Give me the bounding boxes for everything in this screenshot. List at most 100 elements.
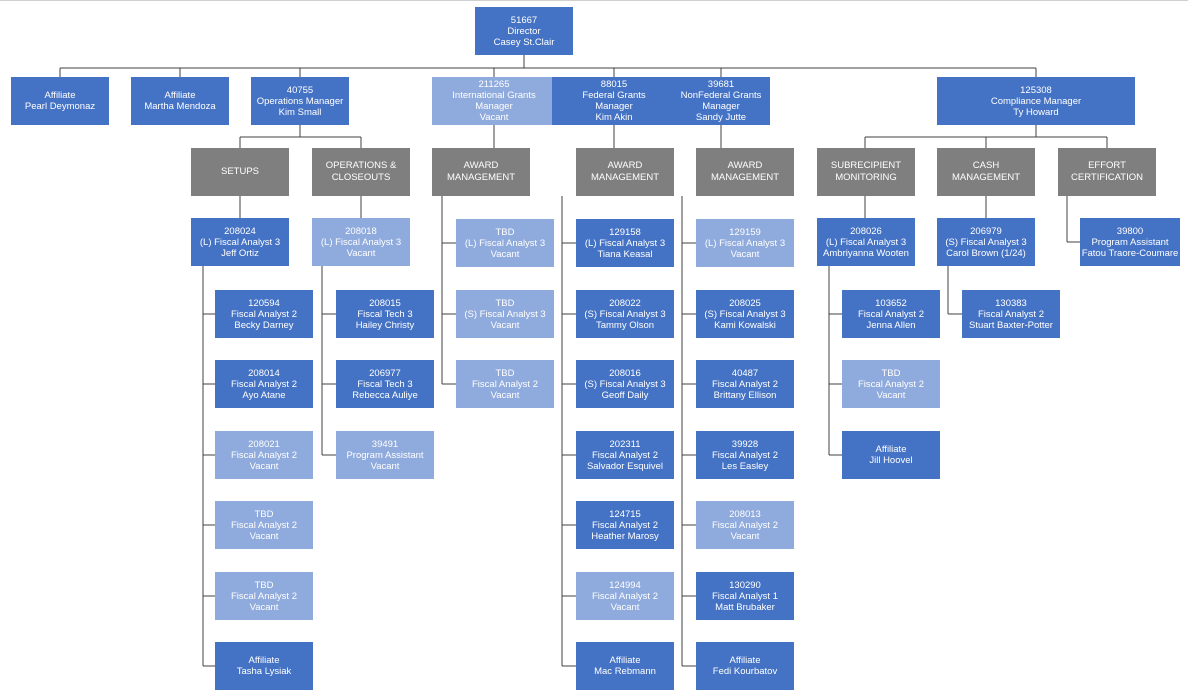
sub-staff-node-3-line-2: Jill Hoovel — [869, 455, 913, 466]
intl-staff-node-2-line-2: (S) Fiscal Analyst 3 — [464, 308, 546, 320]
federal-manager-node-line-4: Kim Akin — [595, 112, 633, 123]
nonfederal-manager-node-line-2: NonFederal Grants — [680, 90, 762, 101]
ops-staff-node-2-line-2: Fiscal Tech 3 — [357, 378, 413, 390]
setups-staff-node-2-line-3: Ayo Atane — [242, 389, 286, 401]
fed-staff-node-2-line-3: Tammy Olson — [595, 319, 655, 331]
ops-staff-node-3-line-2: Program Assistant — [346, 449, 424, 461]
fed-staff-node-5-line-3: Heather Marosy — [591, 530, 659, 542]
operations-manager-node-line-3: Kim Small — [278, 106, 322, 118]
section-award-fed-line-2: MANAGEMENT — [590, 172, 660, 183]
section-setups-line-1: SETUPS — [220, 166, 259, 177]
nonfed-staff-node-4-line-1: 39928 — [731, 438, 759, 450]
fed-staff-node-2-line-1: 208022 — [609, 297, 641, 309]
affiliate-node-1-line-1: Affiliate — [44, 90, 76, 101]
effort-lead-node-line-3: Fatou Traore-Coumare — [1081, 247, 1179, 259]
setups-staff-node-4-line-1: TBD — [254, 508, 274, 520]
operations-manager-node-line-2: Operations Manager — [256, 95, 344, 107]
affiliate-node-2-line-2: Martha Mendoza — [144, 101, 216, 112]
setups-lead-node-line-3: Jeff Ortiz — [221, 247, 259, 259]
fed-staff-node-4-line-2: Fiscal Analyst 2 — [592, 449, 658, 461]
nonfederal-manager-node-line-1: 39681 — [707, 79, 735, 90]
intl-staff-node-3-line-1: TBD — [495, 367, 515, 379]
compliance-manager-node-line-1: 125308 — [1020, 84, 1052, 96]
nonfed-staff-node-1-line-1: 129159 — [729, 226, 761, 238]
nonfed-staff-node-1-line-2: (L) Fiscal Analyst 3 — [704, 237, 786, 249]
closeouts-lead-node-line-1: 208018 — [345, 225, 377, 237]
closeouts-lead-node-line-2: (L) Fiscal Analyst 3 — [320, 236, 402, 248]
ops-staff-node-2-line-1: 206977 — [369, 367, 401, 379]
section-ops-closeouts-line-2: CLOSEOUTS — [331, 172, 391, 183]
cash-lead-node-line-2: (S) Fiscal Analyst 3 — [945, 236, 1027, 248]
cash-lead-node-line-1: 206979 — [970, 225, 1002, 237]
sub-staff-node-2-line-3: Vacant — [876, 389, 906, 401]
section-award-nonfed-line-2: MANAGEMENT — [710, 172, 780, 183]
ops-staff-node-3-line-3: Vacant — [370, 460, 400, 472]
section-award-nonfed-line-1: AWARD — [727, 160, 763, 171]
nonfed-staff-node-2-line-2: (S) Fiscal Analyst 3 — [704, 308, 786, 320]
fed-staff-node-4-line-3: Salvador Esquivel — [586, 460, 664, 472]
setups-staff-node-3-line-1: 208021 — [248, 438, 280, 450]
fed-staff-node-7-line-1: Affiliate — [609, 655, 641, 666]
subrecipient-lead-node-line-2: (L) Fiscal Analyst 3 — [825, 236, 907, 248]
international-manager-node-line-1: 211265 — [478, 79, 510, 90]
sub-staff-node-1-line-1: 103652 — [875, 297, 907, 309]
setups-lead-node-line-2: (L) Fiscal Analyst 3 — [199, 236, 281, 248]
operations-manager-node-line-1: 40755 — [286, 84, 314, 96]
ops-staff-node-1-line-1: 208015 — [369, 297, 401, 309]
fed-staff-node-3-line-2: (S) Fiscal Analyst 3 — [584, 378, 666, 390]
section-ops-closeouts: OPERATIONS &CLOSEOUTS — [312, 148, 410, 196]
nonfed-staff-node-6-line-1: 130290 — [729, 579, 761, 591]
setups-staff-node-1-line-1: 120594 — [248, 297, 280, 309]
setups-staff-node-6-line-2: Tasha Lysiak — [236, 666, 292, 677]
closeouts-lead-node-line-3: Vacant — [346, 247, 376, 259]
section-award-intl-line-1: AWARD — [463, 160, 499, 171]
section-cash-line-2: MANAGEMENT — [951, 172, 1021, 183]
fed-staff-node-1-line-3: Tiana Keasal — [597, 248, 653, 260]
effort-lead-node-line-2: Program Assistant — [1091, 236, 1169, 248]
international-manager-node-line-2: International Grants — [452, 90, 536, 101]
setups-staff-node-1-line-2: Fiscal Analyst 2 — [231, 308, 297, 320]
section-effort-line-2: CERTIFICATION — [1071, 172, 1143, 183]
cash-lead-node-line-3: Carol Brown (1/24) — [946, 247, 1026, 259]
nonfed-staff-node-3-line-1: 40487 — [731, 367, 759, 379]
fed-staff-node-6-line-3: Vacant — [610, 601, 640, 613]
section-award-fed-line-1: AWARD — [607, 160, 643, 171]
setups-staff-node-1-line-3: Becky Darney — [234, 319, 294, 331]
director-node-line-1: 51667 — [510, 14, 538, 26]
fed-staff-node-4-line-1: 202311 — [609, 438, 641, 450]
nonfed-staff-node-7-line-2: Fedi Kourbatov — [712, 666, 778, 677]
affiliate-node-2-line-1: Affiliate — [164, 90, 196, 101]
nonfed-staff-node-5-line-1: 208013 — [729, 508, 761, 520]
intl-staff-node-1-line-1: TBD — [495, 226, 515, 238]
setups-lead-node-line-1: 208024 — [224, 225, 256, 237]
international-manager-node-line-4: Vacant — [479, 112, 509, 123]
nonfed-staff-node-3-line-3: Brittany Ellison — [713, 389, 777, 401]
sub-staff-node-2-line-1: TBD — [881, 367, 901, 379]
nonfederal-manager-node-line-3: Manager — [702, 101, 740, 112]
nonfed-staff-node-5-line-3: Vacant — [730, 530, 760, 542]
fed-staff-node-7-line-2: Mac Rebmann — [594, 666, 656, 677]
nonfed-staff-node-7-line-1: Affiliate — [729, 655, 761, 666]
